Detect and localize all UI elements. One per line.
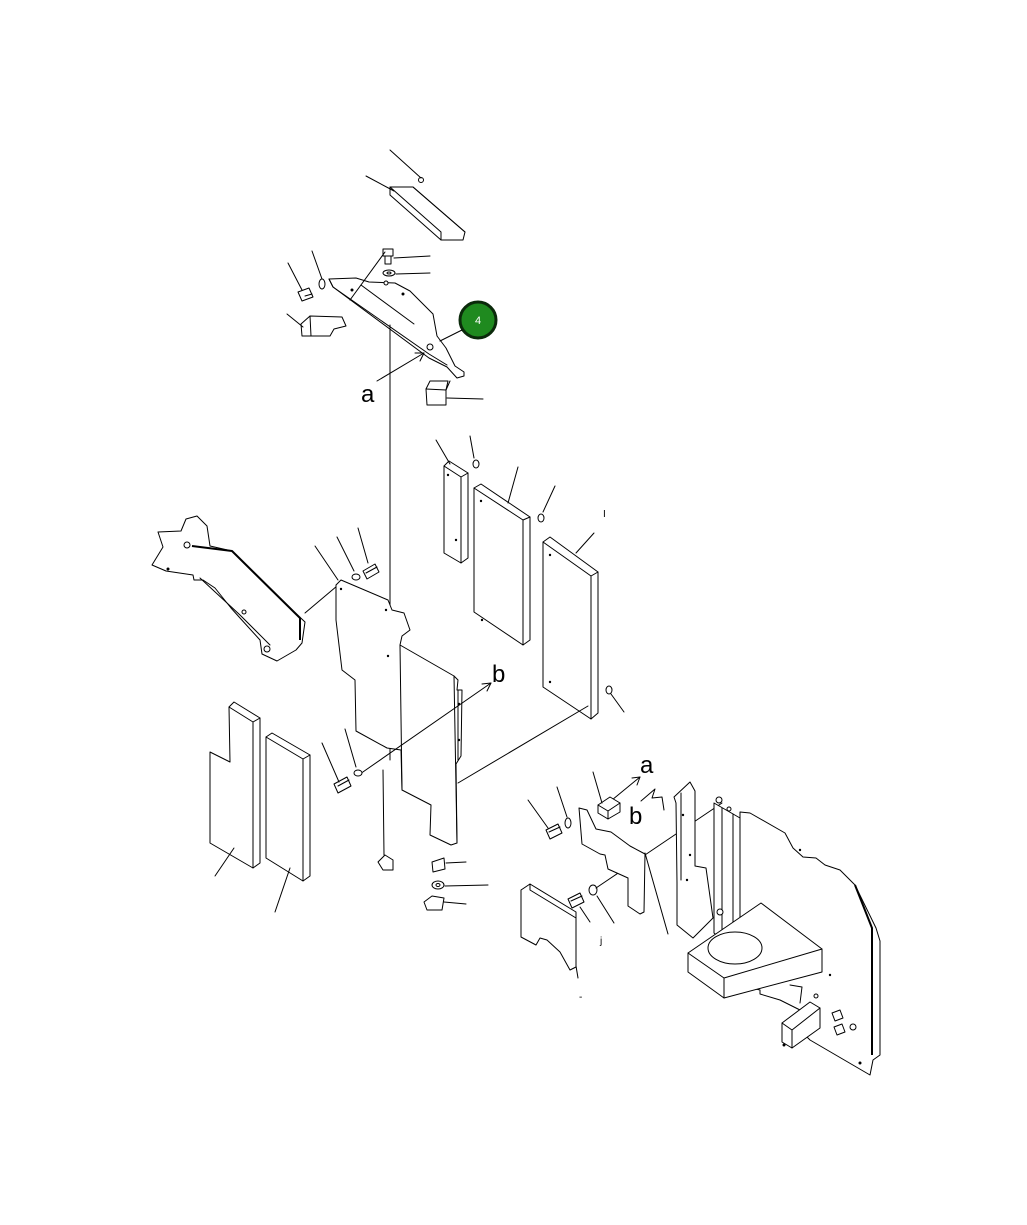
svg-text:b: b — [492, 661, 505, 688]
wedge-block-left — [286, 313, 347, 337]
bolts-center-top — [314, 527, 380, 581]
svg-text:j: j — [599, 936, 602, 947]
narrow-pad — [435, 435, 480, 564]
svg-text:I: I — [603, 509, 606, 520]
large-pad-2: I — [542, 509, 625, 720]
large-pad-1 — [473, 466, 556, 646]
svg-text:-: - — [579, 992, 582, 1003]
square-pad — [592, 771, 621, 820]
clip-lower — [377, 769, 489, 911]
hopper-box — [687, 902, 823, 1004]
left-pad-notched — [209, 701, 261, 877]
right-cover-plate — [578, 807, 669, 935]
svg-text:a: a — [361, 381, 375, 408]
center-cover-panel — [335, 579, 463, 846]
bolts-left-top — [287, 250, 326, 302]
frame-column — [713, 796, 741, 944]
cube-block — [425, 380, 484, 406]
lower-block: - — [520, 883, 582, 1003]
svg-text:4: 4 — [475, 315, 481, 327]
label-a-right: a b — [611, 752, 665, 830]
bolts-right: j — [527, 786, 723, 947]
label-b-mid: b — [359, 661, 589, 784]
svg-text:a: a — [640, 752, 654, 779]
top-pad — [365, 149, 466, 241]
left-bracket — [151, 515, 338, 662]
bolts-center-bottom — [321, 728, 363, 794]
left-pad-plain — [265, 732, 311, 913]
label-a-top: a — [361, 352, 425, 408]
callout-number-4[interactable]: 4 — [439, 300, 498, 342]
vertical-frame — [673, 781, 714, 939]
svg-text:b: b — [629, 803, 642, 830]
bolt-top — [382, 248, 431, 277]
small-plate-lower — [781, 993, 857, 1049]
